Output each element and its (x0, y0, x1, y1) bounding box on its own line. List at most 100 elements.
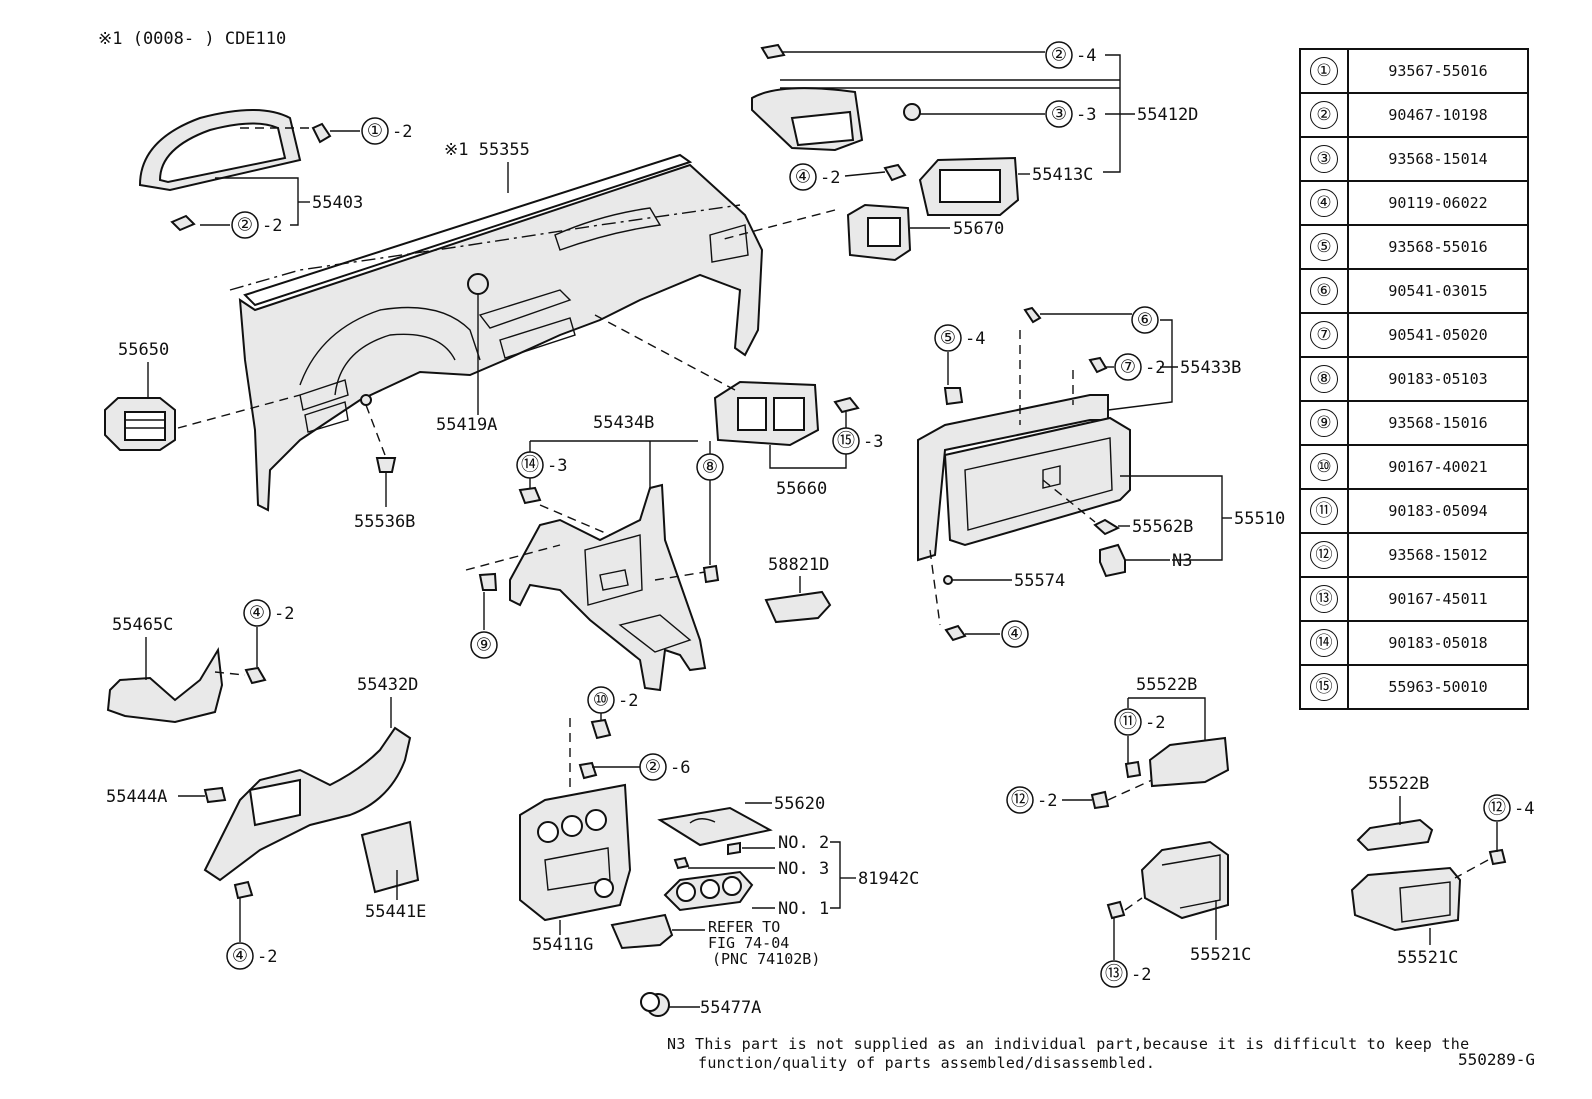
callout-2-2: ②-2 (231, 211, 282, 239)
callout-group: ①-2 ②-2 ②-4 ③-3 ④-2 ⑤-4 ⑥ ⑦-2 ⑭-3 ⑧ ⑮-3 … (226, 41, 1534, 988)
label-55477A: 55477A (700, 998, 761, 1018)
callout-11-2: ⑪-2 (1114, 708, 1165, 736)
svg-text:-2: -2 (392, 122, 412, 142)
table-index-cell: ③ (1299, 136, 1349, 182)
callout-15-3: ⑮-3 (832, 427, 883, 455)
table-index-number: ⑧ (1310, 365, 1338, 393)
table-index-cell: ⑬ (1299, 576, 1349, 622)
callout-1-2: ①-2 (361, 117, 412, 145)
table-index-cell: ⑪ (1299, 488, 1349, 534)
lower-panel-drawing (203, 726, 420, 900)
label-no1: NO. 1 (778, 899, 829, 919)
label-refer-pnc: (PNC 74102B) (712, 950, 820, 968)
label-refer-fig: FIG 74-04 (708, 934, 789, 952)
svg-text:-2: -2 (820, 168, 840, 188)
svg-text:-2: -2 (1145, 358, 1165, 378)
right-hood-drawing (751, 43, 1020, 262)
footnote-line-1: N3 This part is not supplied as an indiv… (667, 1035, 1470, 1053)
svg-text:⑥: ⑥ (1137, 310, 1153, 331)
label-55670: 55670 (953, 219, 1004, 239)
table-part-number-cell: 90183-05094 (1347, 488, 1529, 534)
table-part-number-cell: 90183-05103 (1347, 356, 1529, 402)
figure-id: 550289-G (1458, 1050, 1536, 1069)
label-no3: NO. 3 (778, 859, 829, 879)
header-note: ※1 (0008- ) CDE110 (98, 29, 287, 49)
label-refer-to: REFER TO (708, 918, 780, 936)
lower-bracket-drawing (106, 646, 267, 724)
label-N3: N3 (1172, 551, 1192, 571)
table-part-number-cell: 90183-05018 (1347, 620, 1529, 666)
pocket-box-drawing (1090, 736, 1507, 932)
svg-text:④: ④ (249, 603, 265, 624)
label-55411G: 55411G (532, 935, 593, 955)
table-part-number-cell: 90119-06022 (1347, 180, 1529, 226)
table-index-number: ③ (1310, 145, 1338, 173)
svg-text:-3: -3 (547, 456, 567, 476)
table-index-number: ① (1310, 57, 1338, 85)
table-index-cell: ② (1299, 92, 1349, 138)
label-55432D: 55432D (357, 675, 418, 695)
table-index-cell: ⑥ (1299, 268, 1349, 314)
callout-7-2: ⑦ -2 (1114, 353, 1165, 381)
table-index-number: ⑬ (1310, 585, 1338, 613)
table-part-number-cell: 90541-05020 (1347, 312, 1529, 358)
callout-13-2: ⑬-2 (1100, 960, 1151, 988)
svg-text:④: ④ (795, 167, 811, 188)
callout-12-2: ⑫-2 (1006, 786, 1057, 814)
table-index-number: ⑥ (1310, 277, 1338, 305)
label-55562B: 55562B (1132, 517, 1193, 537)
instrument-panel-drawing (238, 153, 764, 512)
footnote-line-2: function/quality of parts assembled/disa… (698, 1054, 1156, 1072)
table-part-number-cell: 93567-55016 (1347, 48, 1529, 94)
svg-text:-2: -2 (274, 604, 294, 624)
callout-4-2-top: ④ -2 (789, 163, 840, 191)
label-55433B: 55433B (1180, 358, 1241, 378)
callout-10-2: ⑩-2 (587, 686, 638, 714)
svg-text:⑧: ⑧ (702, 457, 718, 478)
callout-2-6: ②-6 (639, 753, 690, 781)
console-drawing (478, 483, 720, 692)
cluster-hood-drawing (138, 109, 332, 232)
label-55434B: 55434B (593, 413, 654, 433)
table-index-number: ⑪ (1310, 497, 1338, 525)
label-55620: 55620 (774, 794, 825, 814)
callout-8: ⑧ (696, 453, 724, 481)
table-row: ⑧ 90183-05103 (1299, 356, 1529, 402)
label-55660: 55660 (776, 479, 827, 499)
table-index-cell: ⑧ (1299, 356, 1349, 402)
table-part-number-cell: 90167-45011 (1347, 576, 1529, 622)
label-55444A: 55444A (106, 787, 167, 807)
table-index-cell: ① (1299, 48, 1349, 94)
svg-text:⑦: ⑦ (1120, 357, 1136, 378)
svg-text:④: ④ (1007, 624, 1023, 645)
table-row: ④ 90119-06022 (1299, 180, 1529, 226)
svg-text:-2: -2 (1145, 713, 1165, 733)
table-index-cell: ⑮ (1299, 664, 1349, 710)
table-index-number: ④ (1310, 189, 1338, 217)
table-index-cell: ⑦ (1299, 312, 1349, 358)
label-55465C: 55465C (112, 615, 173, 635)
table-index-cell: ⑭ (1299, 620, 1349, 666)
label-81942C: 81942C (858, 869, 919, 889)
svg-text:⑬: ⑬ (1105, 964, 1123, 985)
center-vent-drawing (713, 380, 860, 447)
callout-12-4: ⑫ -4 (1483, 794, 1534, 822)
svg-text:⑫: ⑫ (1488, 798, 1506, 819)
callout-2-4: ②-4 (1045, 41, 1096, 69)
svg-text:-3: -3 (1076, 105, 1096, 125)
table-part-number-cell: 55963-50010 (1347, 664, 1529, 710)
svg-text:-4: -4 (1514, 799, 1534, 819)
center-stack-drawing (519, 718, 773, 1017)
label-55510: 55510 (1234, 509, 1285, 529)
label-55419A: 55419A (436, 415, 497, 435)
svg-text:⑤: ⑤ (940, 328, 956, 349)
label-55521C-a: 55521C (1190, 945, 1251, 965)
table-index-cell: ⑩ (1299, 444, 1349, 490)
label-55403: 55403 (312, 193, 363, 213)
table-row: ① 93567-55016 (1299, 48, 1529, 94)
